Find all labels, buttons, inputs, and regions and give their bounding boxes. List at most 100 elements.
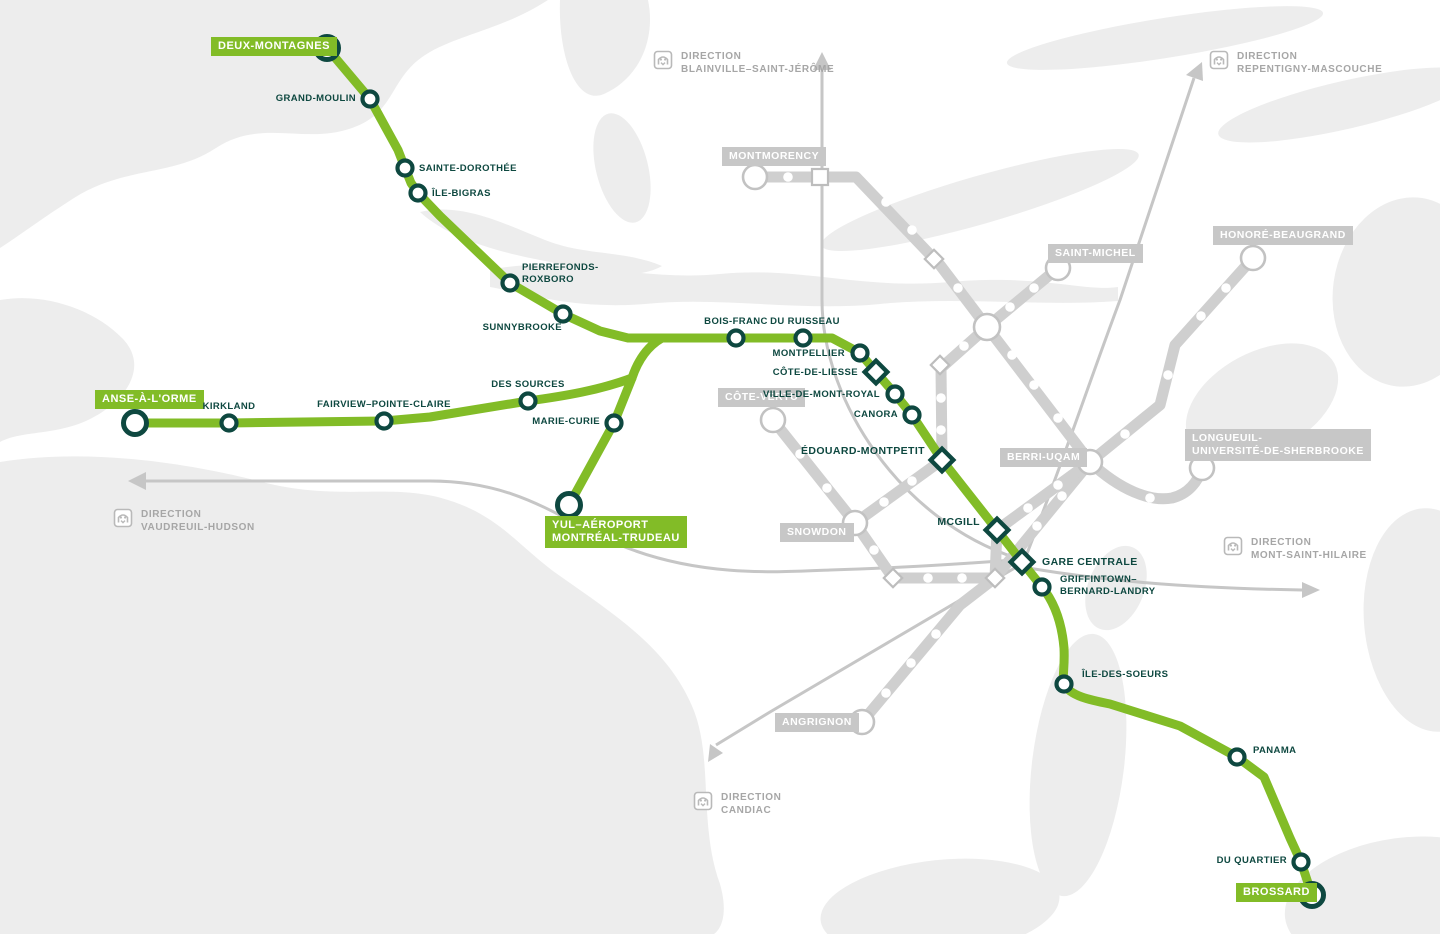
metro-label-cote-vertu: CÔTE-VERTU — [718, 388, 806, 407]
station-label-fairview-pointe-claire: FAIRVIEW–POINTE-CLAIRE — [317, 399, 451, 410]
metro-station-dot — [953, 283, 963, 293]
landmass — [820, 858, 1060, 934]
station-marker-du-quartier — [1291, 852, 1311, 872]
station-marker-ville-de-mont-royal — [885, 384, 905, 404]
metro-yellow-line — [1084, 456, 1208, 505]
direction-prefix: DIRECTION — [1237, 51, 1298, 62]
metro-station-dot — [881, 197, 891, 207]
metro-station-dot — [1029, 283, 1039, 293]
station-label-bois-franc: BOIS-FRANC — [704, 316, 768, 327]
station-label-panama: PANAMA — [1253, 745, 1297, 756]
station-label-montpellier: MONTPELLIER — [772, 348, 845, 359]
station-marker-ile-bigras — [408, 183, 428, 203]
station-marker-pierrefonds-roxboro — [500, 273, 520, 293]
direction-mont-saint-hilaire: DIRECTION MONT-SAINT-HILAIRE — [1223, 536, 1367, 562]
station-label-sainte-dorothee: SAINTE-DOROTHÉE — [419, 163, 517, 174]
station-marker-bois-franc — [726, 328, 746, 348]
metro-label-longueuil: LONGUEUIL- UNIVERSITÉ-DE-SHERBROOKE — [1185, 429, 1371, 461]
metro-terminal-montmorency — [741, 163, 769, 191]
exo-line-candiac — [715, 564, 1019, 747]
exo-train-icon — [1209, 50, 1229, 70]
metro-station-dot — [936, 393, 946, 403]
rem-interchanges — [861, 357, 1037, 577]
exo-line-blainville — [820, 68, 1017, 560]
landmass — [1284, 836, 1440, 934]
metro-station-dot — [1032, 521, 1042, 531]
interchange-marker-gare-centrale — [1007, 547, 1037, 577]
metro-interchange-diamond — [929, 354, 951, 376]
interchange-marker-mcgill — [982, 515, 1012, 545]
metro-station-dot — [906, 658, 916, 668]
arrow-upright-mascouche — [1186, 62, 1203, 81]
station-label-canora: CANORA — [853, 409, 898, 420]
station-marker-kirkland — [219, 413, 239, 433]
station-label-griffintown-bernard-landry: GRIFFINTOWN– BERNARD-LANDRY — [1060, 574, 1156, 597]
exo-train-icon — [693, 791, 713, 811]
landmass — [1006, 6, 1324, 70]
metro-station-dot — [783, 172, 793, 182]
metro-label-montmorency: MONTMORENCY — [722, 147, 827, 166]
metro-diamonds-layer — [810, 167, 1006, 589]
station-label-edouard-montpetit: ÉDOUARD-MONTPETIT — [800, 445, 925, 457]
direction-name: MONT-SAINT-HILAIRE — [1251, 550, 1367, 561]
metro-terminals-layer — [741, 163, 1267, 736]
metro-station-dot — [822, 483, 832, 493]
landmass — [559, 0, 651, 96]
terminal-label-brossard: BROSSARD — [1236, 883, 1317, 902]
metro-station-dot — [1053, 480, 1063, 490]
rem-stations — [219, 89, 1311, 872]
metro-interchange-diamond — [882, 567, 904, 589]
metro-station-dot — [881, 688, 891, 698]
arrow-down-candiac — [708, 744, 723, 762]
metro-label-saint-michel: SAINT-MICHEL — [1048, 244, 1143, 263]
station-marker-canora — [902, 405, 922, 425]
arrow-right-mont-saint-hilaire — [1302, 582, 1320, 598]
direction-prefix: DIRECTION — [721, 792, 782, 803]
landmass — [593, 113, 651, 223]
station-label-gare-centrale: GARE CENTRALE — [1042, 556, 1138, 568]
exo-train-icon — [653, 50, 673, 70]
metro-station-dot — [959, 341, 969, 351]
direction-prefix: DIRECTION — [1251, 537, 1312, 548]
exo-train-icon — [113, 508, 133, 528]
station-marker-panama — [1227, 747, 1247, 767]
terminal-marker-yul-aeroport — [555, 491, 583, 519]
station-label-pierrefonds-line1: PIERREFONDS- — [522, 262, 599, 273]
metro-label-longueuil-line1: LONGUEUIL- — [1192, 432, 1263, 444]
metro-station-dot — [1120, 429, 1130, 439]
metro-terminal-cote-vertu — [759, 406, 787, 434]
station-marker-marie-curie — [604, 413, 624, 433]
station-label-du-quartier: DU QUARTIER — [1216, 855, 1287, 866]
arrow-left-vaudreuil — [128, 472, 146, 490]
metro-station-dot — [1196, 311, 1206, 321]
station-label-ville-de-mont-royal: VILLE-DE-MONT-ROYAL — [762, 389, 880, 400]
landmass — [0, 456, 724, 934]
terminal-label-deux-montagnes: DEUX-MONTAGNES — [211, 37, 337, 56]
arrow-up-blainville — [813, 52, 831, 70]
landmass — [1332, 197, 1440, 387]
metro-label-snowdon: SNOWDON — [780, 523, 854, 542]
metro-station-dot — [1053, 413, 1063, 423]
metro-label-angrignon: ANGRIGNON — [775, 713, 859, 732]
station-label-marie-curie: MARIE-CURIE — [532, 416, 600, 427]
station-label-grand-moulin: GRAND-MOULIN — [275, 93, 356, 104]
rem-anse-branch — [130, 373, 637, 428]
exo-line-vaudreuil — [144, 479, 1015, 574]
station-label-pierrefonds-line2: ROXBORO — [522, 273, 574, 285]
station-label-griffintown-line1: GRIFFINTOWN– — [1060, 574, 1137, 585]
terminal-label-yul-line1: YUL–AÉROPORT — [552, 519, 649, 531]
metro-station-dot — [1007, 350, 1017, 360]
station-label-du-ruisseau: DU RUISSEAU — [770, 316, 840, 327]
exo-line-mont-saint-hilaire — [1027, 566, 1303, 592]
metro-terminal-honore-beaugrand — [1239, 244, 1267, 272]
station-marker-fairview-pointe-claire — [374, 411, 394, 431]
station-marker-du-ruisseau — [793, 328, 813, 348]
metro-station-dot — [1221, 283, 1231, 293]
metro-station-dots — [783, 172, 1231, 698]
